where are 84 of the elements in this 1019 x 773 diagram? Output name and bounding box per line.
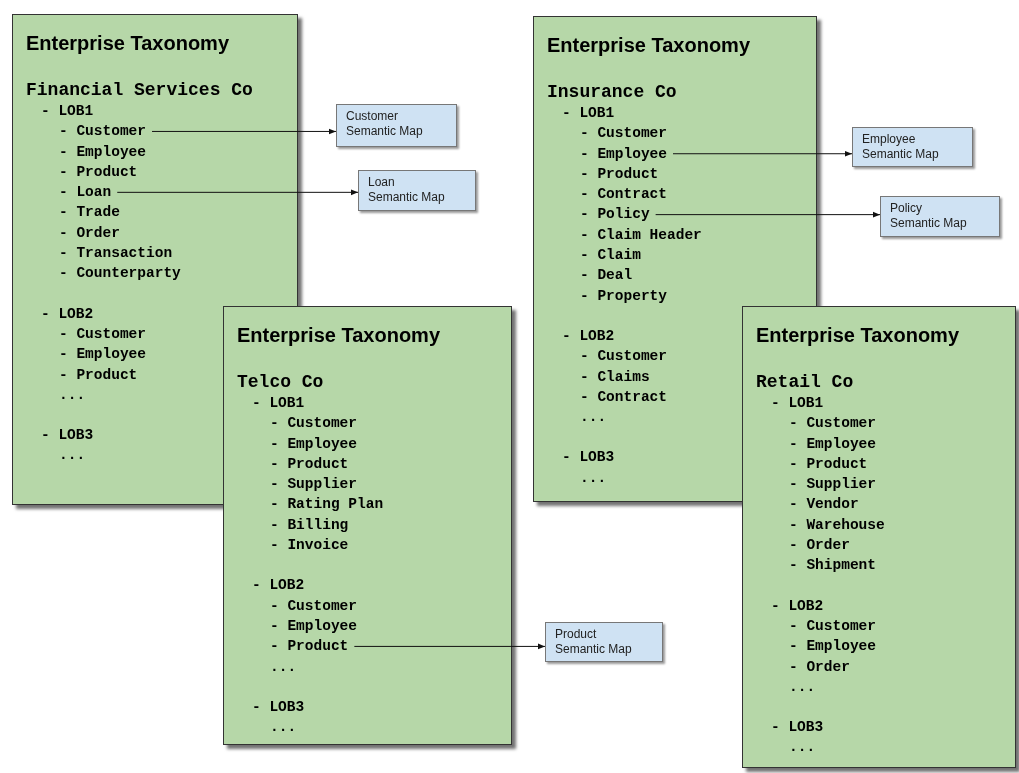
semantic-map-box: Policy Semantic Map [880,196,1000,237]
company-name: Telco Co [237,371,324,393]
section-label: - LOB3 [756,717,824,738]
section-label: - LOB3 [547,447,615,468]
semantic-map-box: Product Semantic Map [545,622,663,662]
list-item: - Customer [26,323,146,345]
semantic-map-box: Employee Semantic Map [852,127,973,167]
list-item: - Product [756,453,868,475]
list-item: - Billing [237,514,349,536]
list-item: ... [756,737,816,758]
list-item: - Loan [26,182,112,203]
section-label: - LOB3 [237,696,305,718]
list-item: - Product [547,163,659,185]
list-item: ... [756,676,816,698]
list-item: ... [26,445,86,466]
taxonomy-card [742,306,1016,768]
list-item: - Product [237,453,349,475]
list-item: - Customer [237,413,357,434]
section-label: - LOB2 [756,595,824,616]
company-name: Insurance Co [547,81,677,103]
list-item: ... [237,656,297,677]
list-item: - Employee [756,433,876,454]
card-title: Enterprise Taxonomy [237,323,441,348]
arrow [655,211,881,218]
section-label: - LOB3 [26,425,94,446]
section-label: - LOB2 [26,303,94,324]
arrow [672,150,853,157]
list-item: - Claims [547,366,650,387]
list-item: - Employee [756,636,876,657]
list-item: - Employee [26,141,146,162]
list-item: ... [547,467,607,489]
list-item: - Product [237,636,349,657]
list-item: - Warehouse [756,514,885,536]
list-item: - Product [26,161,138,183]
taxonomy-card [223,306,512,745]
list-item: - Customer [547,123,667,144]
list-item: - Customer [237,595,357,616]
list-item: - Employee [26,344,146,365]
company-name: Financial Services Co [26,79,253,101]
arrow [151,128,337,135]
list-item: - Customer [756,615,876,637]
list-item: - Vendor [756,494,859,515]
card-title: Enterprise Taxonomy [547,33,751,58]
section-label: - LOB1 [237,393,305,414]
list-item: - Invoice [237,535,349,556]
list-item: - Transaction [26,243,173,264]
section-label: - LOB1 [547,103,615,124]
section-label: - LOB2 [237,575,305,596]
section-label: - LOB1 [26,101,94,122]
list-item: - Employee [547,143,667,164]
list-item: ... [237,717,297,738]
list-item: - Property [547,285,667,306]
list-item: - Order [26,222,120,244]
list-item: - Claim Header [547,224,702,246]
list-item: - Customer [26,121,146,142]
card-title: Enterprise Taxonomy [756,323,960,348]
list-item: - Order [756,656,850,677]
list-item: - Employee [237,433,357,454]
list-item: - Customer [756,413,876,434]
list-item: - Contract [547,184,667,205]
list-item: - Trade [26,202,120,223]
card-title: Enterprise Taxonomy [26,31,230,56]
list-item: - Policy [547,204,650,225]
section-label: - LOB1 [756,393,824,414]
list-item: - Shipment [756,555,876,576]
list-item: - Supplier [756,474,876,495]
list-item: - Deal [547,265,633,286]
section-label: - LOB2 [547,325,615,347]
arrow [353,643,546,650]
list-item: - Rating Plan [237,494,384,515]
company-name: Retail Co [756,371,854,393]
list-item: - Contract [547,386,667,408]
list-item: - Customer [547,346,667,367]
list-item: - Supplier [237,474,357,495]
list-item: - Claim [547,245,641,266]
list-item: - Counterparty [26,263,181,284]
list-item: - Product [26,364,138,385]
list-item: ... [547,407,607,428]
semantic-map-box: Loan Semantic Map [358,170,476,211]
list-item: - Order [756,535,850,556]
semantic-map-box: Customer Semantic Map [336,104,457,147]
list-item: - Employee [237,615,357,637]
arrow [116,189,359,196]
list-item: ... [26,384,86,406]
